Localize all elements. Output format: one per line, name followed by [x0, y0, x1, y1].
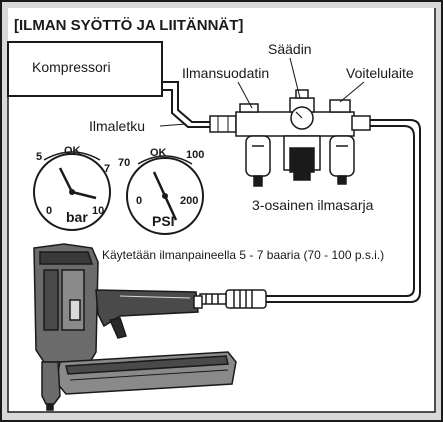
bar-gauge-ok: OK: [64, 145, 81, 157]
psi-gauge: [126, 155, 204, 235]
air-hose-lower: [264, 119, 421, 303]
bar-gauge-tick-5: 5: [36, 151, 43, 163]
compressor-label: Kompressori: [32, 59, 111, 75]
air-hose-upper: [162, 81, 232, 128]
psi-gauge-tick-100: 100: [186, 149, 205, 161]
air-hose-label: Ilmaletku: [89, 118, 146, 134]
psi-gauge-tick-200: 200: [180, 195, 199, 207]
nail-gun: [33, 243, 237, 411]
diagram-title: [ILMAN SYÖTTÖ JA LIITÄNNÄT]: [14, 17, 244, 34]
bar-gauge-tick-10: 10: [92, 205, 105, 217]
psi-gauge-tick-0: 0: [136, 195, 143, 207]
leader-lines: [159, 57, 365, 127]
bar-gauge: [33, 151, 111, 231]
psi-gauge-ok: OK: [150, 147, 167, 159]
psi-gauge-unit: PSI: [152, 213, 175, 229]
operating-pressure-note: Käytetään ilmanpaineella 5 - 7 baaria (7…: [100, 248, 387, 262]
regulator-label: Säädin: [268, 41, 312, 57]
bar-gauge-tick-0: 0: [46, 205, 53, 217]
filter-regulator-lubricator: [235, 89, 371, 187]
bar-gauge-tick-7: 7: [104, 163, 111, 175]
three-part-unit-label: 3-osainen ilmasarja: [252, 197, 374, 213]
hose-coupler: [209, 115, 237, 133]
bar-gauge-unit: bar: [66, 209, 88, 225]
air-filter-label: Ilmansuodatin: [182, 65, 270, 81]
psi-gauge-tick-70: 70: [118, 157, 131, 169]
lubricator-label: Voitelulaite: [346, 65, 414, 81]
quick-coupler: [199, 289, 267, 309]
inner-border: [7, 8, 436, 413]
